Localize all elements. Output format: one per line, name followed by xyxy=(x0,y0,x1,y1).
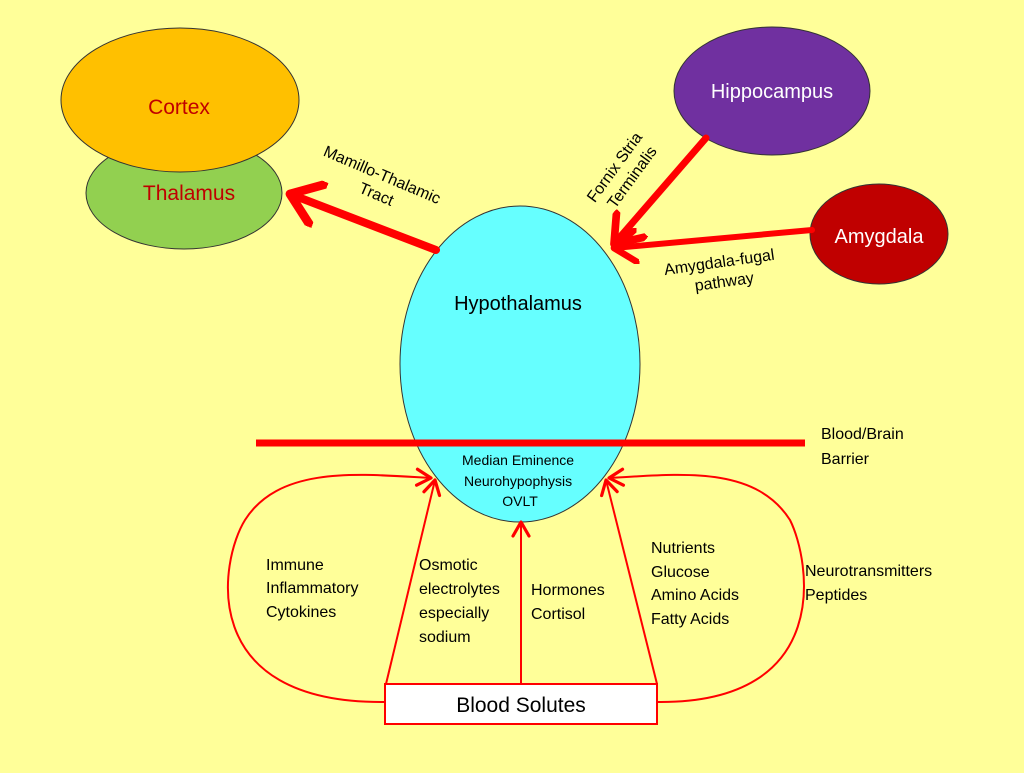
thalamus-label: Thalamus xyxy=(143,182,235,205)
ovlt-line: OVLT xyxy=(502,493,538,509)
nutrients-line: Nutrients xyxy=(651,540,715,557)
hypothalamus-label: Hypothalamus xyxy=(454,293,582,315)
left-loop-arrow xyxy=(226,467,433,704)
inflammatory-line: Inflammatory xyxy=(266,580,358,597)
right-loop-arrow xyxy=(607,467,805,704)
median-eminence-label: Median Eminence Neurohypophysis OVLT xyxy=(462,452,578,509)
hippocampus-node xyxy=(673,26,871,156)
hormones-label: Hormones Cortisol xyxy=(531,582,609,623)
amygdala-node xyxy=(809,183,949,285)
barrier-line: Barrier xyxy=(821,451,870,468)
sodium-line: sodium xyxy=(419,629,471,646)
immune-line: Immune xyxy=(266,557,324,574)
hormones-line: Hormones xyxy=(531,582,605,599)
osmotic-arrow xyxy=(385,478,442,685)
osmotic-label: Osmotic electrolytes especially sodium xyxy=(419,557,504,646)
glucose-line: Glucose xyxy=(651,564,710,581)
neurohypophysis-line: Neurohypophysis xyxy=(464,473,572,489)
mamillo-thalamic-label: Mamillo-Thalamic Tract xyxy=(313,143,447,228)
hippocampus-label: Hippocampus xyxy=(711,81,833,103)
neurotransmitters-label: Neurotransmitters Peptides xyxy=(805,563,937,604)
especially-line: especially xyxy=(419,605,489,622)
mamillo-thalamic-arrow xyxy=(290,194,440,254)
cytokines-line: Cytokines xyxy=(266,604,336,621)
nutrients-label: Nutrients Glucose Amino Acids Fatty Acid… xyxy=(651,540,744,628)
electrolytes-line: electrolytes xyxy=(419,581,500,598)
cortex-node xyxy=(60,27,300,173)
immune-label: Immune Inflammatory Cytokines xyxy=(266,557,363,621)
blood-brain-line: Blood/Brain xyxy=(821,426,904,443)
median-eminence-line: Median Eminence xyxy=(462,452,574,468)
osmotic-line: Osmotic xyxy=(419,557,478,574)
amygdala-fugal-label: Amygdala-fugal pathway xyxy=(663,246,783,299)
cortisol-line: Cortisol xyxy=(531,606,585,623)
amino-acids-line: Amino Acids xyxy=(651,587,739,604)
cortex-label: Cortex xyxy=(148,96,210,119)
blood-brain-barrier-label: Blood/Brain Barrier xyxy=(821,426,908,468)
amygdala-fugal-arrow xyxy=(614,227,815,248)
fornix-arrow xyxy=(614,134,710,244)
blood-solutes-box xyxy=(384,683,658,725)
blood-solutes-label: Blood Solutes xyxy=(456,694,586,717)
neurotransmitters-line: Neurotransmitters xyxy=(805,563,932,580)
nutrients-arrow xyxy=(600,478,658,685)
peptides-line: Peptides xyxy=(805,587,867,604)
fatty-acids-line: Fatty Acids xyxy=(651,611,729,628)
amygdala-label: Amygdala xyxy=(835,226,925,248)
